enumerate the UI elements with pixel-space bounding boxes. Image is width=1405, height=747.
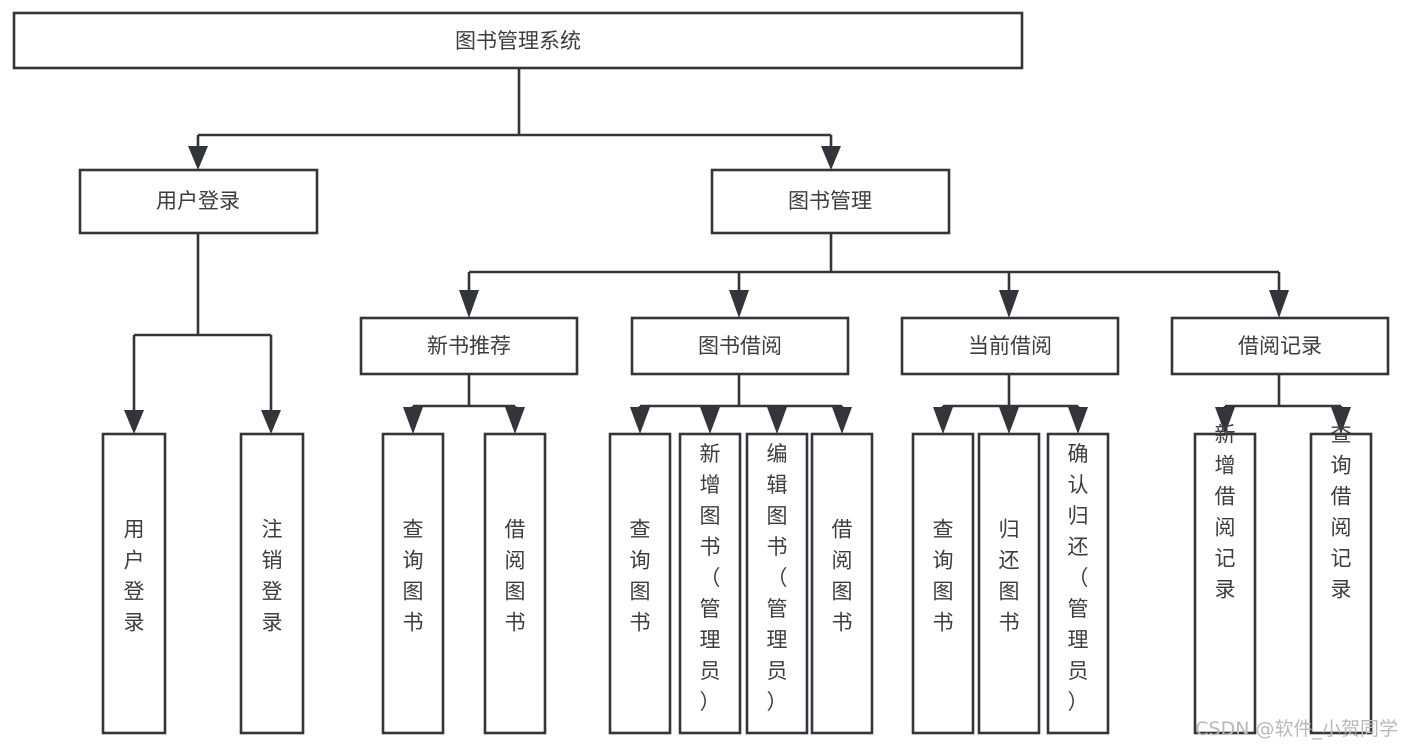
node-leaf-logout-login[interactable]: 注销登录: [239, 432, 305, 735]
node-book-manage-box[interactable]: [710, 168, 951, 235]
arrow-root-to-book-manage-icon: [821, 146, 841, 170]
node-leaf-query-book-2-box[interactable]: [608, 432, 672, 735]
node-leaf-logout-login-box[interactable]: [239, 432, 305, 735]
node-leaf-user-login[interactable]: 用户登录: [101, 432, 167, 735]
node-leaf-return-book-box[interactable]: [977, 432, 1041, 735]
node-leaf-borrow-book-2-box[interactable]: [810, 432, 874, 735]
connector-layer: [124, 68, 1351, 434]
node-leaf-add-book[interactable]: 新增图书（管理员）: [678, 432, 742, 735]
node-leaf-query-book-1-box[interactable]: [381, 432, 445, 735]
node-leaf-query-record-label: 查询借阅记录: [1331, 423, 1352, 602]
node-leaf-add-book-box[interactable]: [678, 432, 742, 735]
node-leaf-add-record-box[interactable]: [1193, 432, 1257, 735]
node-leaf-query-book-3-label: 查询图书: [933, 518, 954, 635]
node-borrow-record[interactable]: 借阅记录: [1170, 316, 1390, 376]
node-root[interactable]: 图书管理系统: [12, 11, 1024, 70]
csdn-watermark: CSDN @软件_小贺同学: [1195, 718, 1398, 740]
arrow-bm-borrow-record-icon: [1269, 290, 1289, 318]
node-current-borrow-label: 当前借阅: [968, 334, 1052, 358]
node-user-login[interactable]: 用户登录: [78, 168, 319, 235]
node-new-book-recommend[interactable]: 新书推荐: [359, 316, 579, 376]
arrow-bm-book-borrow-icon: [729, 290, 749, 318]
arrow-br-leaf2-icon: [1331, 407, 1351, 434]
node-leaf-return-book-label: 归还图书: [999, 518, 1020, 635]
arrow-bb-leaf4-icon: [832, 407, 852, 434]
arrow-user-login-leaf1-icon: [124, 410, 144, 434]
arrow-br-leaf1-icon: [1215, 407, 1235, 434]
arrow-bb-leaf3-icon: [767, 407, 787, 434]
arrow-bm-new-book-icon: [459, 290, 479, 318]
node-leaf-confirm-return-box[interactable]: [1046, 432, 1110, 735]
node-leaf-query-book-2-label: 查询图书: [630, 518, 651, 635]
node-user-login-label: 用户登录: [156, 189, 240, 213]
node-current-borrow[interactable]: 当前借阅: [900, 316, 1120, 376]
node-current-borrow-box[interactable]: [900, 316, 1120, 376]
node-leaf-query-book-1[interactable]: 查询图书: [381, 432, 445, 735]
node-user-login-box[interactable]: [78, 168, 319, 235]
node-leaf-add-record-label: 新增借阅记录: [1215, 423, 1236, 602]
node-book-manage[interactable]: 图书管理: [710, 168, 951, 235]
node-leaf-query-record[interactable]: 查询借阅记录: [1309, 423, 1373, 735]
node-root-label: 图书管理系统: [455, 29, 581, 53]
arrow-bb-leaf2-icon: [700, 407, 720, 434]
arrow-root-to-user-login-icon: [188, 146, 208, 170]
node-leaf-query-book-3[interactable]: 查询图书: [911, 432, 975, 735]
node-leaf-borrow-book-1-label: 借阅图书: [505, 518, 526, 635]
arrow-bm-current-borrow-icon: [999, 290, 1019, 318]
node-leaf-add-book-label: 新增图书（管理员）: [700, 442, 721, 714]
arrow-nbr-leaf2-icon: [505, 407, 525, 434]
node-new-book-recommend-box[interactable]: [359, 316, 579, 376]
node-leaf-logout-login-label: 注销登录: [262, 518, 283, 635]
arrow-nbr-leaf1-icon: [403, 407, 423, 434]
node-leaf-edit-book-label: 编辑图书（管理员）: [767, 442, 788, 714]
arrow-bb-leaf1-icon: [630, 407, 650, 434]
node-leaf-add-record[interactable]: 新增借阅记录: [1193, 423, 1257, 735]
node-leaf-user-login-label: 用户登录: [124, 518, 145, 635]
node-leaf-query-book-1-label: 查询图书: [403, 518, 424, 635]
node-leaf-user-login-box[interactable]: [101, 432, 167, 735]
arrow-cb-leaf2-icon: [999, 407, 1019, 434]
node-leaf-query-book-2[interactable]: 查询图书: [608, 432, 672, 735]
node-leaf-borrow-book-1[interactable]: 借阅图书: [483, 432, 547, 735]
node-leaf-borrow-book-1-box[interactable]: [483, 432, 547, 735]
node-borrow-record-label: 借阅记录: [1238, 334, 1322, 358]
arrow-cb-leaf1-icon: [933, 407, 953, 434]
node-book-borrow-box[interactable]: [630, 316, 850, 376]
node-leaf-confirm-return[interactable]: 确认归还（管理员）: [1046, 432, 1110, 735]
node-leaf-query-record-box[interactable]: [1309, 432, 1373, 735]
node-leaf-borrow-book-2[interactable]: 借阅图书: [810, 432, 874, 735]
node-root-box[interactable]: [12, 11, 1024, 70]
node-leaf-edit-book[interactable]: 编辑图书（管理员）: [745, 432, 809, 735]
arrow-user-login-leaf2-icon: [261, 410, 281, 434]
node-book-manage-label: 图书管理: [788, 189, 872, 213]
node-leaf-return-book[interactable]: 归还图书: [977, 432, 1041, 735]
node-new-book-recommend-label: 新书推荐: [427, 334, 511, 358]
node-leaf-query-book-3-box[interactable]: [911, 432, 975, 735]
node-book-borrow[interactable]: 图书借阅: [630, 316, 850, 376]
node-borrow-record-box[interactable]: [1170, 316, 1390, 376]
node-book-borrow-label: 图书借阅: [698, 334, 782, 358]
arrow-cb-leaf3-icon: [1068, 407, 1088, 434]
node-leaf-confirm-return-label: 确认归还（管理员）: [1068, 442, 1089, 714]
node-leaf-borrow-book-2-label: 借阅图书: [832, 518, 853, 635]
node-leaf-edit-book-box[interactable]: [745, 432, 809, 735]
